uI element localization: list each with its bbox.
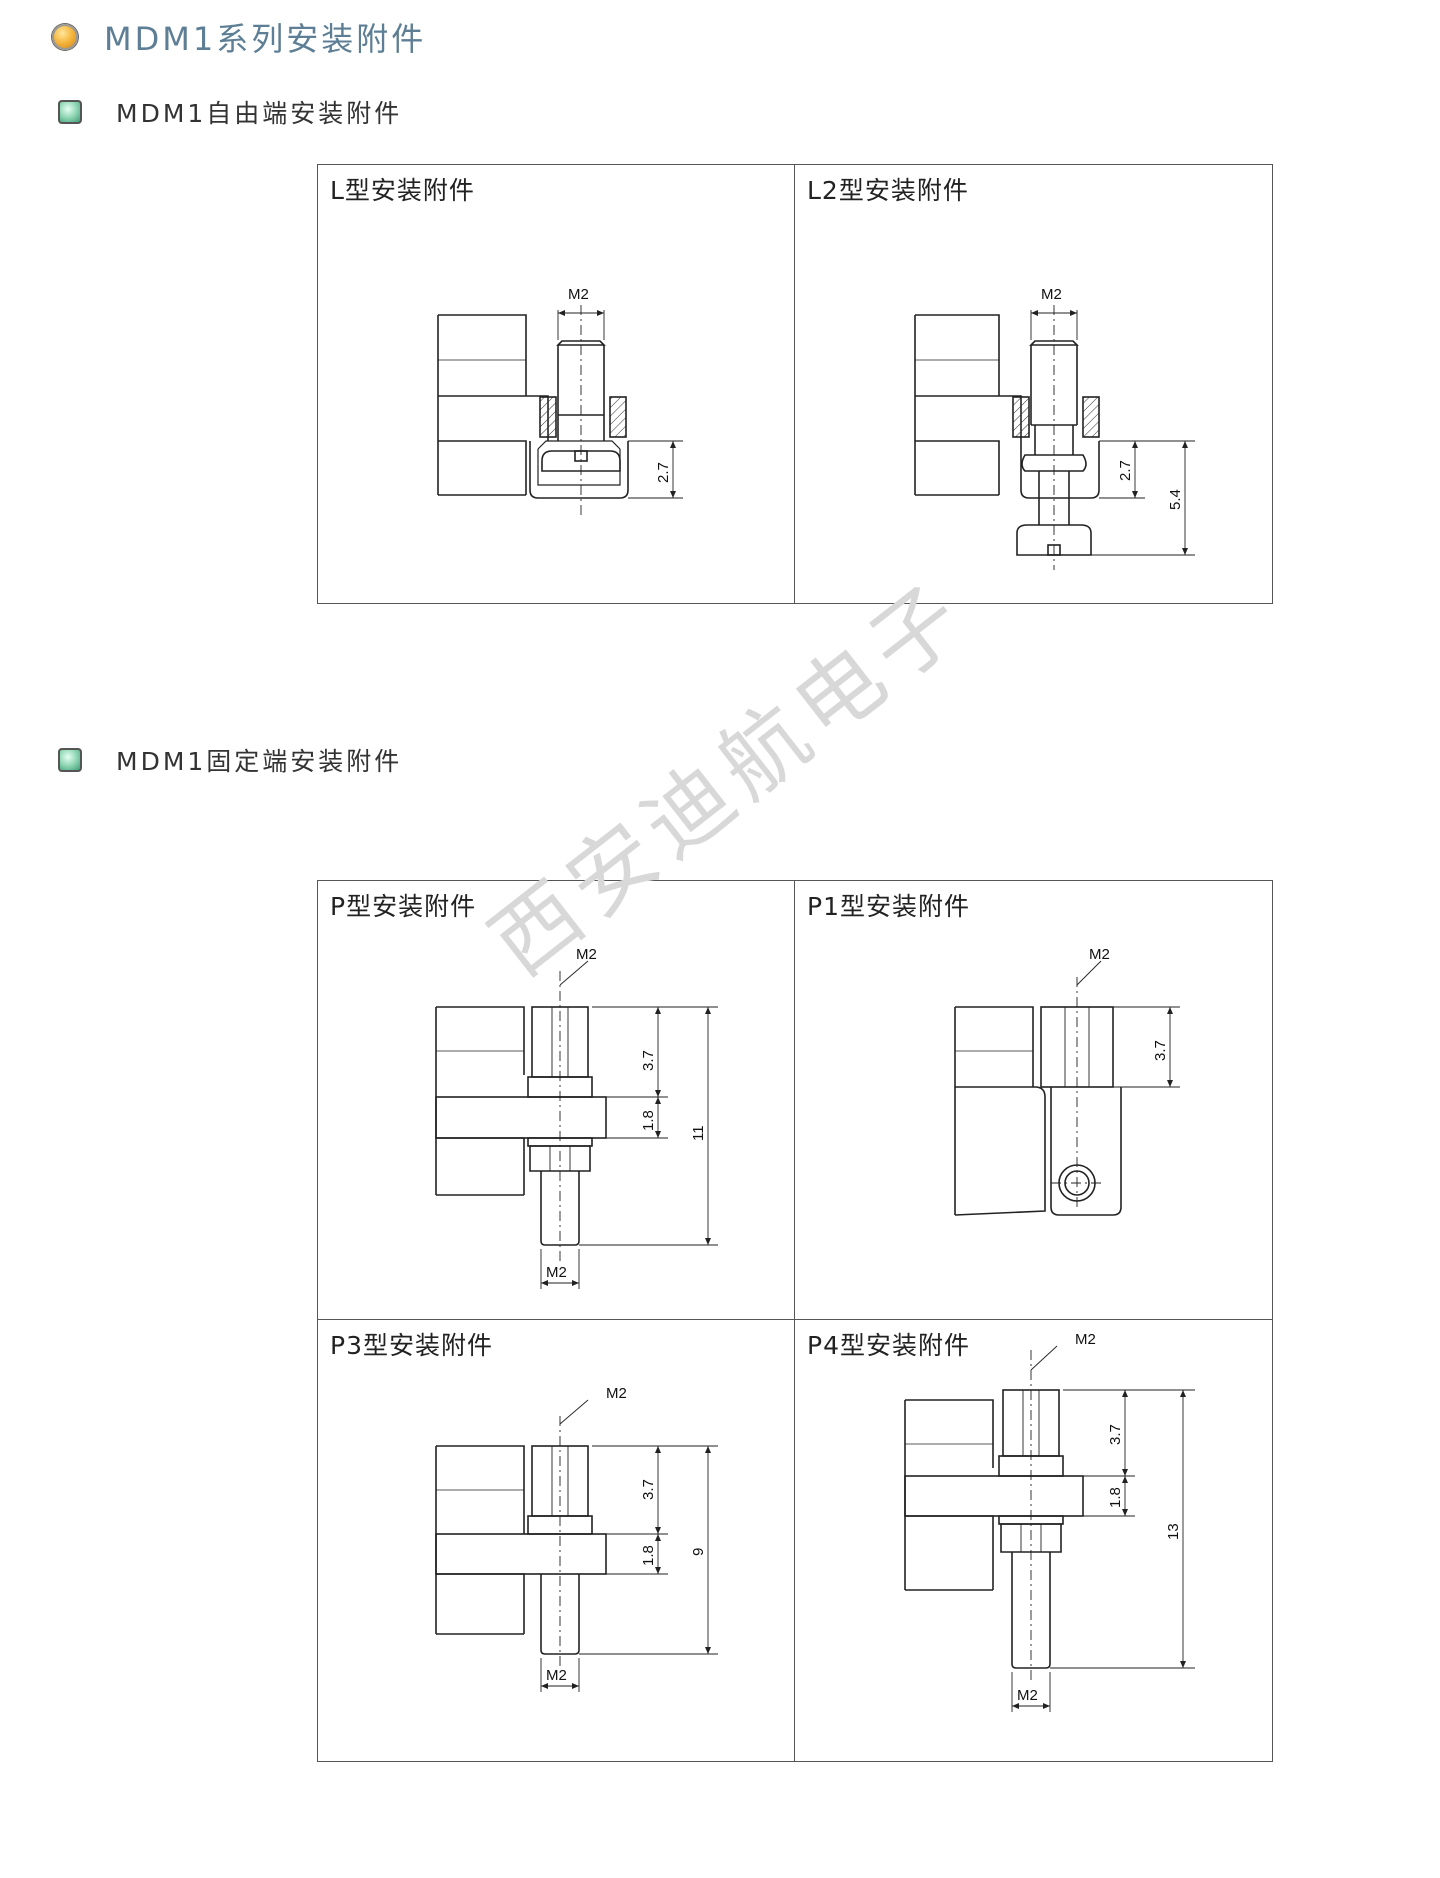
dim-m2: M2 (568, 286, 589, 303)
free-end-panels: L型安装附件 (317, 164, 1273, 604)
dim-height: 2.7 (655, 462, 672, 483)
fixed-end-heading: MDM1固定端安装附件 (116, 747, 403, 776)
panel-title: P3型安装附件 (330, 1331, 493, 1360)
section-header: MDM1系列安装附件 (52, 14, 426, 60)
fixed-end-panels-bottom: P3型安装附件 M2 3.7 1.8 (317, 1320, 1273, 1762)
free-end-header: MDM1自由端安装附件 (58, 94, 402, 130)
l-type-drawing: M2 2.7 (437, 286, 683, 515)
dim-a: 3.7 (1152, 1040, 1169, 1061)
dim-m2-bottom: M2 (546, 1667, 567, 1684)
dim-b: 1.8 (1107, 1487, 1124, 1508)
p3-type-drawing: M2 3.7 1.8 9 M2 (435, 1385, 718, 1692)
panel-title: L型安装附件 (330, 176, 475, 205)
panel-title: L2型安装附件 (807, 176, 969, 205)
dim-b: 1.8 (640, 1545, 657, 1566)
dim-m2: M2 (1089, 946, 1110, 963)
dim-a: 3.7 (1107, 1424, 1124, 1445)
green-square-bullet-icon (58, 100, 82, 124)
panel-p1-type: P1型安装附件 M2 3.7 (795, 880, 1273, 1320)
panel-title: P4型安装附件 (807, 1331, 970, 1360)
section-title: MDM1系列安装附件 (104, 20, 427, 58)
p-type-drawing: M2 3.7 1.8 11 M2 (435, 946, 718, 1289)
dim-b: 1.8 (640, 1110, 657, 1131)
p1-type-drawing: M2 3.7 (954, 946, 1180, 1216)
dim-m2-top: M2 (576, 946, 597, 963)
p4-type-drawing: M2 3.7 1.8 13 M2 (904, 1331, 1195, 1712)
dim-m2-top: M2 (1075, 1331, 1096, 1348)
orange-bullet-icon (52, 24, 78, 50)
dim-m2-top: M2 (606, 1385, 627, 1402)
dim-total: 11 (690, 1125, 707, 1141)
dim-total: 9 (690, 1548, 707, 1556)
panel-title: P型安装附件 (330, 892, 477, 921)
panel-title: P1型安装附件 (807, 892, 970, 921)
dim-a: 3.7 (640, 1050, 657, 1071)
panel-p4-type: P4型安装附件 (795, 1320, 1273, 1762)
dim-m2-bottom: M2 (1017, 1687, 1038, 1704)
dim-a: 3.7 (640, 1479, 657, 1500)
dim-height-a: 2.7 (1117, 460, 1134, 481)
dim-height-b: 5.4 (1167, 489, 1184, 510)
dim-total: 13 (1165, 1523, 1182, 1540)
panel-l2-type: L2型安装附件 (795, 164, 1273, 604)
fixed-end-header: MDM1固定端安装附件 (58, 742, 402, 778)
panel-l-type: L型安装附件 (317, 164, 795, 604)
panel-p3-type: P3型安装附件 M2 3.7 1.8 (317, 1320, 795, 1762)
panel-p-type: P型安装附件 (317, 880, 795, 1320)
green-square-bullet-icon (58, 748, 82, 772)
free-end-heading: MDM1自由端安装附件 (116, 99, 403, 128)
l2-type-drawing: M2 2.7 5.4 (914, 286, 1195, 570)
fixed-end-panels-top: P型安装附件 (317, 880, 1273, 1320)
dim-m2: M2 (1041, 286, 1062, 303)
dim-m2-bottom: M2 (546, 1264, 567, 1281)
